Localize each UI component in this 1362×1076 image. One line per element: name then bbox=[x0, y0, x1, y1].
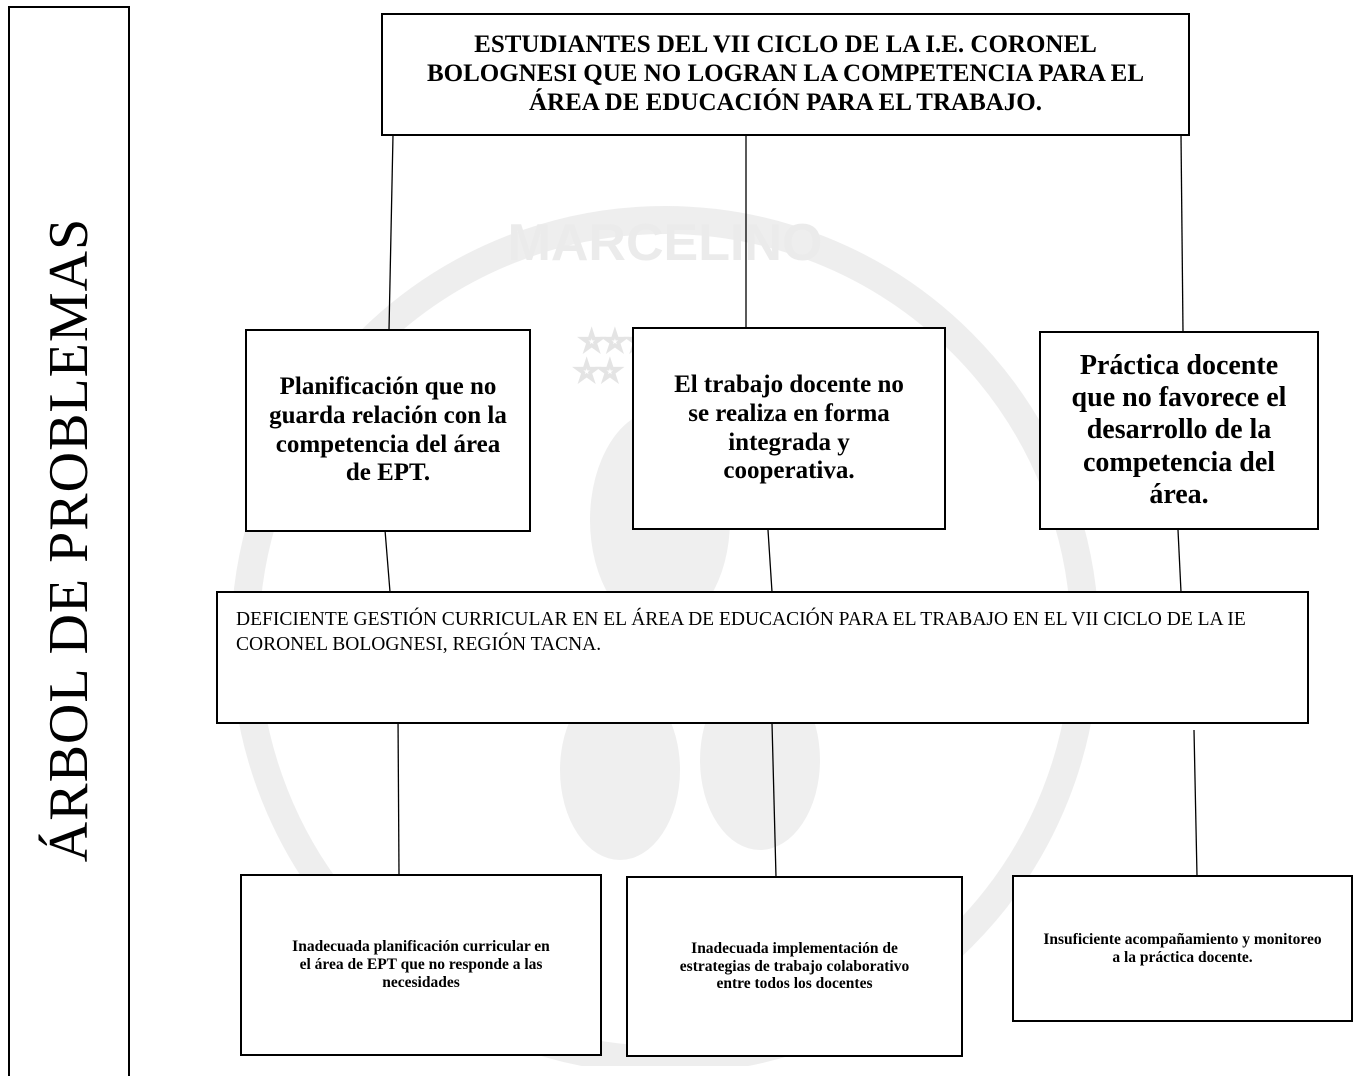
central-problem-box: DEFICIENTE GESTIÓN CURRICULAR EN EL ÁREA… bbox=[216, 591, 1309, 724]
watermark-text: MARCELINO bbox=[508, 214, 823, 272]
side-title-panel bbox=[8, 6, 130, 1076]
connector-line bbox=[1193, 729, 1198, 877]
consequence-text-1: Planificación que no guarda relación con… bbox=[269, 373, 507, 487]
connector-line bbox=[384, 529, 391, 593]
cause-box-1: Inadecuada planificación curricular en e… bbox=[240, 874, 602, 1056]
connector-line bbox=[388, 134, 394, 331]
cause-box-2: Inadecuada implementación de estrategias… bbox=[626, 876, 963, 1057]
connector-line bbox=[767, 529, 773, 593]
cause-text-1: Inadecuada planificación curricular en e… bbox=[292, 938, 550, 991]
consequence-text-3: Práctica docente que no favorece el desa… bbox=[1071, 350, 1287, 510]
cause-box-3: Insuficiente acompañamiento y monitoreo … bbox=[1012, 875, 1353, 1022]
consequence-box-2: El trabajo docente no se realiza en form… bbox=[632, 327, 946, 530]
consequence-box-1: Planificación que no guarda relación con… bbox=[245, 329, 531, 532]
side-title: ÁRBOL DE PROBLEMAS bbox=[38, 217, 100, 863]
cause-text-2: Inadecuada implementación de estrategias… bbox=[679, 939, 910, 993]
effect-text: ESTUDIANTES DEL VII CICLO DE LA I.E. COR… bbox=[426, 31, 1144, 116]
connector-line bbox=[397, 715, 400, 876]
svg-text:☆☆: ☆☆ bbox=[575, 357, 622, 386]
connector-line bbox=[771, 722, 777, 878]
cause-text-3: Insuficiente acompañamiento y monitoreo … bbox=[1043, 930, 1322, 966]
effect-box: ESTUDIANTES DEL VII CICLO DE LA I.E. COR… bbox=[381, 13, 1190, 136]
consequence-box-3: Práctica docente que no favorece el desa… bbox=[1039, 331, 1319, 530]
connector-line bbox=[1180, 134, 1184, 333]
consequence-text-2: El trabajo docente no se realiza en form… bbox=[674, 371, 904, 485]
connector-line bbox=[1177, 529, 1182, 593]
central-problem-text: DEFICIENTE GESTIÓN CURRICULAR EN EL ÁREA… bbox=[236, 609, 1246, 656]
